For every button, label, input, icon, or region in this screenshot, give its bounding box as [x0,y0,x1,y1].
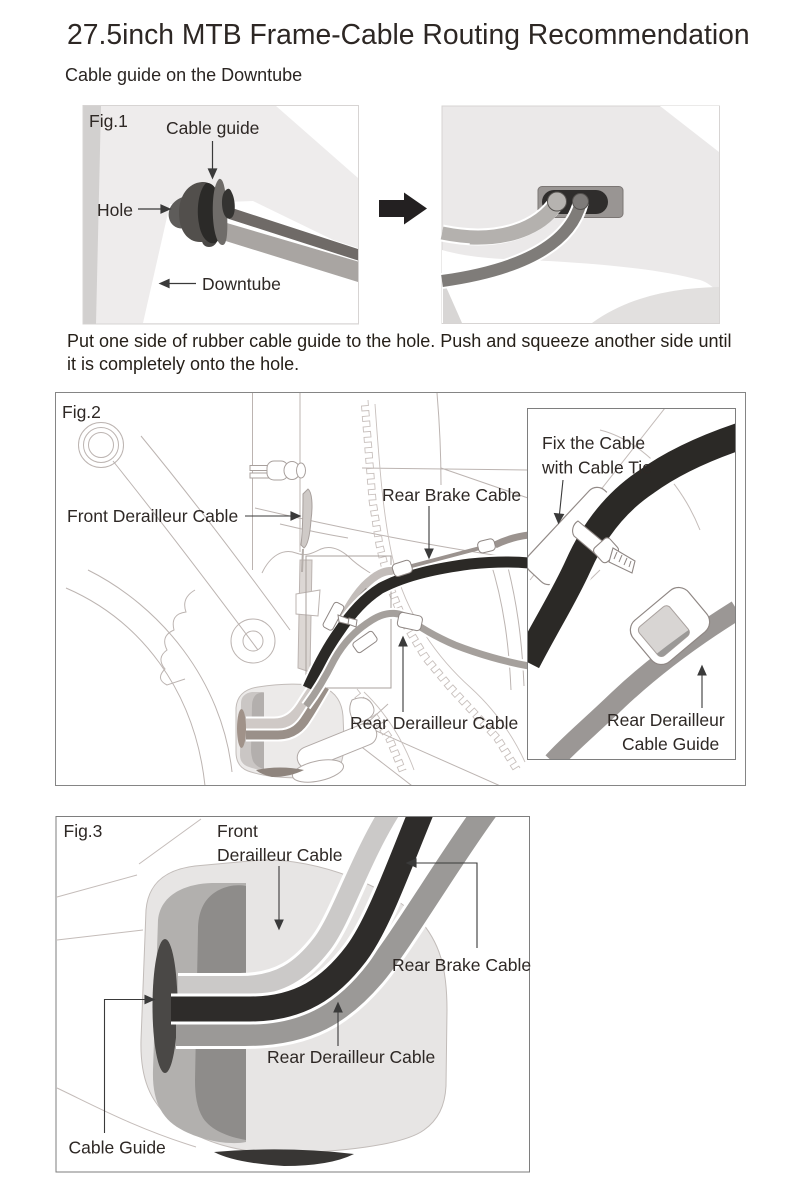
svg-text:Put one side of rubber cable g: Put one side of rubber cable guide to th… [67,331,731,351]
svg-text:Fig.3: Fig.3 [64,821,103,841]
svg-text:Fig.2: Fig.2 [62,402,101,422]
svg-text:Cable guide: Cable guide [166,118,259,138]
svg-text:Rear Brake Cable: Rear Brake Cable [392,955,531,975]
svg-text:Rear Derailleur Cable: Rear Derailleur Cable [267,1047,435,1067]
svg-text:it is completely onto the hole: it is completely onto the hole. [67,354,299,374]
svg-text:Front: Front [217,821,258,841]
svg-text:Front Derailleur Cable: Front Derailleur Cable [67,506,238,526]
svg-text:Hole: Hole [97,200,133,220]
svg-text:Fig.1: Fig.1 [89,111,128,131]
svg-text:Rear Derailleur: Rear Derailleur [607,710,725,730]
svg-text:27.5inch MTB Frame-Cable Routi: 27.5inch MTB Frame-Cable Routing Recomme… [67,18,750,50]
svg-text:Cable Guide: Cable Guide [622,734,719,754]
svg-text:Downtube: Downtube [202,274,281,294]
svg-text:Rear Brake Cable: Rear Brake Cable [382,485,521,505]
svg-text:with Cable Tie: with Cable Tie [541,458,652,478]
svg-text:Fix the Cable: Fix the Cable [542,433,645,453]
svg-text:Rear Derailleur Cable: Rear Derailleur Cable [350,713,518,733]
svg-text:Derailleur Cable: Derailleur Cable [217,845,342,865]
svg-text:Cable Guide: Cable Guide [69,1138,166,1158]
svg-text:Cable guide on the Downtube: Cable guide on the Downtube [65,65,302,85]
